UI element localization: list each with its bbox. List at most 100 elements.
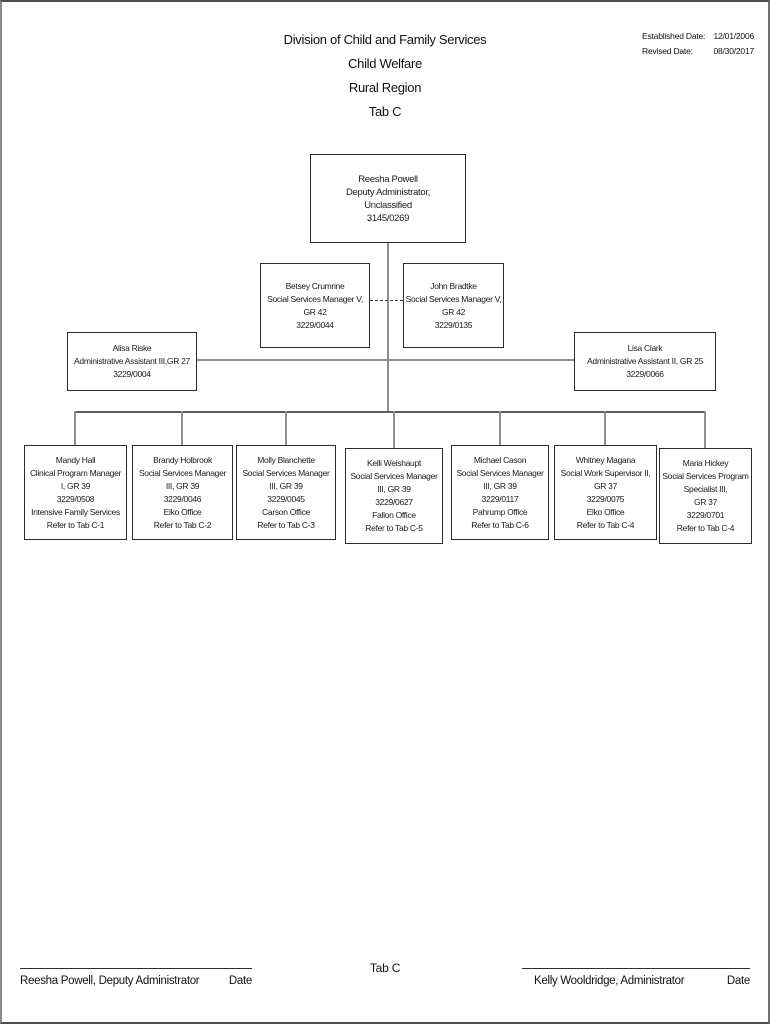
org-box-line: Administrative Assistant II, GR 25 [587, 356, 703, 366]
org-box-line: Refer to Tab C-6 [471, 519, 529, 530]
org-box-line: III, GR 39 [377, 484, 411, 494]
org-box-line: 3229/0045 [267, 493, 305, 504]
left-date-label: Date [228, 975, 252, 987]
org-box-line: GR 42 [441, 306, 466, 317]
org-box-line: 3229/0066 [626, 369, 664, 379]
org-box-line: 3229/0135 [434, 319, 473, 330]
org-box-line: Whitney Magana [575, 454, 636, 465]
org-box-line: 3229/0004 [113, 369, 151, 379]
org-box-line: III, GR 39 [483, 480, 517, 491]
org-box-line: Reesha Powell [358, 173, 418, 185]
revised-date-value: 08/30/2017 [713, 46, 754, 56]
title-line-child-welfare: Child Welfare [348, 56, 422, 71]
org-box-line: 3229/0701 [686, 510, 725, 520]
org-box-line: Social Work Supervisor II, [560, 467, 651, 478]
org-box-line: Social Services Manager V, [405, 293, 502, 304]
connector-root-vertical [387, 243, 389, 412]
org-box-line: III, GR 39 [165, 480, 200, 491]
org-box-line: Social Services Manager [242, 467, 330, 478]
org-box-line: Administrative Assistant III,GR 27 [74, 356, 190, 366]
org-box-line: Alisa Riske [112, 343, 152, 353]
connector-drop-kelli [393, 411, 395, 449]
org-box-line: Social Services Manager [138, 467, 227, 478]
dates-block: Established Date: 12/01/2006 Revised Dat… [642, 29, 754, 59]
left-signature-name: Reesha Powell, Deputy Administrator [20, 975, 200, 987]
org-box-line: Elko Office [163, 506, 202, 517]
org-box-line: Refer to Tab C-3 [257, 519, 315, 530]
org-box-line: GR 37 [693, 497, 718, 507]
connector-bottom-horizontal [74, 411, 706, 413]
org-box-line: Maria Hickey [682, 458, 729, 468]
established-date-row: Established Date: 12/01/2006 [642, 29, 754, 44]
connector-drop-whitney [604, 411, 606, 446]
established-date-label: Established Date: [642, 31, 706, 41]
left-signature-line [20, 968, 252, 969]
right-signature-line [522, 968, 750, 969]
connector-drop-mandy [74, 411, 76, 446]
org-box-line: Social Services Program [662, 471, 749, 481]
org-box-line: 3229/0508 [56, 493, 95, 504]
org-box-line: Carson Office [262, 506, 310, 517]
org-box-line: 3229/0044 [296, 319, 334, 330]
left-signature-block: Reesha Powell, Deputy Administrator Date [20, 968, 252, 987]
org-box-line: Social Services Manager [456, 467, 544, 478]
org-box-line: Fallon Office [372, 510, 416, 520]
title-line-division: Division of Child and Family Services [283, 32, 487, 47]
org-box-line: I, GR 39 [60, 480, 91, 491]
right-date-label: Date [726, 975, 750, 987]
org-box-line: Clinical Program Manager [29, 467, 122, 478]
org-box-line: Pahrump Office [472, 506, 528, 517]
org-box-line: Betsey Crumrine [285, 280, 345, 291]
org-box-line: III, GR 39 [269, 480, 303, 491]
established-date-value: 12/01/2006 [713, 31, 754, 41]
org-box-line: 3229/0046 [163, 493, 202, 504]
org-box-line: 3229/0627 [375, 497, 413, 507]
org-box-line: Lisa Clark [627, 343, 663, 353]
revised-date-row: Revised Date: 08/30/2017 [642, 44, 754, 59]
org-box-line: Brandy Holbrook [153, 454, 212, 465]
connector-drop-maria [704, 411, 706, 449]
org-box-line: Refer to Tab C-4 [676, 523, 735, 533]
org-box-line: GR 37 [593, 480, 618, 491]
org-box-line: 3229/0075 [586, 493, 625, 504]
org-box-line: Specialist III, [683, 484, 728, 494]
org-box-line: 3145/0269 [366, 212, 410, 224]
right-signature-name: Kelly Wooldridge, Administrator [534, 975, 685, 987]
org-box-line: Intensive Family Services [31, 506, 120, 517]
org-box-line: Elko Office [586, 506, 625, 517]
title-line-tab: Tab C [368, 104, 402, 119]
revised-date-label: Revised Date: [642, 46, 693, 56]
page-title: Division of Child and Family Services Ch… [2, 28, 768, 124]
right-signature-block: Kelly Wooldridge, Administrator Date [522, 968, 750, 987]
connector-drop-michael [499, 411, 501, 446]
connector-managers-dashed [370, 300, 403, 301]
org-box-line: Refer to Tab C-2 [153, 519, 212, 530]
org-box-line: Mandy Hall [55, 454, 96, 465]
connector-drop-brandy [181, 411, 183, 446]
org-box-line: Unclassified [364, 199, 412, 211]
org-box-line: Refer to Tab C-1 [46, 519, 105, 530]
org-box-line: Social Services Manager [350, 471, 438, 481]
org-box-line: Refer to Tab C-5 [365, 523, 423, 533]
connector-assistants-horizontal [196, 359, 574, 361]
org-box-line: Deputy Administrator, [346, 186, 430, 198]
footer-tab-label: Tab C [369, 961, 401, 975]
org-box-line: GR 42 [303, 306, 327, 317]
org-box-line: Kelli Weishaupt [367, 458, 421, 468]
org-box-line: Molly Blanchette [257, 454, 315, 465]
org-box-line: John Bradtke [430, 280, 477, 291]
org-box-line: Refer to Tab C-4 [576, 519, 635, 530]
org-box-line: 3229/0117 [481, 493, 519, 504]
